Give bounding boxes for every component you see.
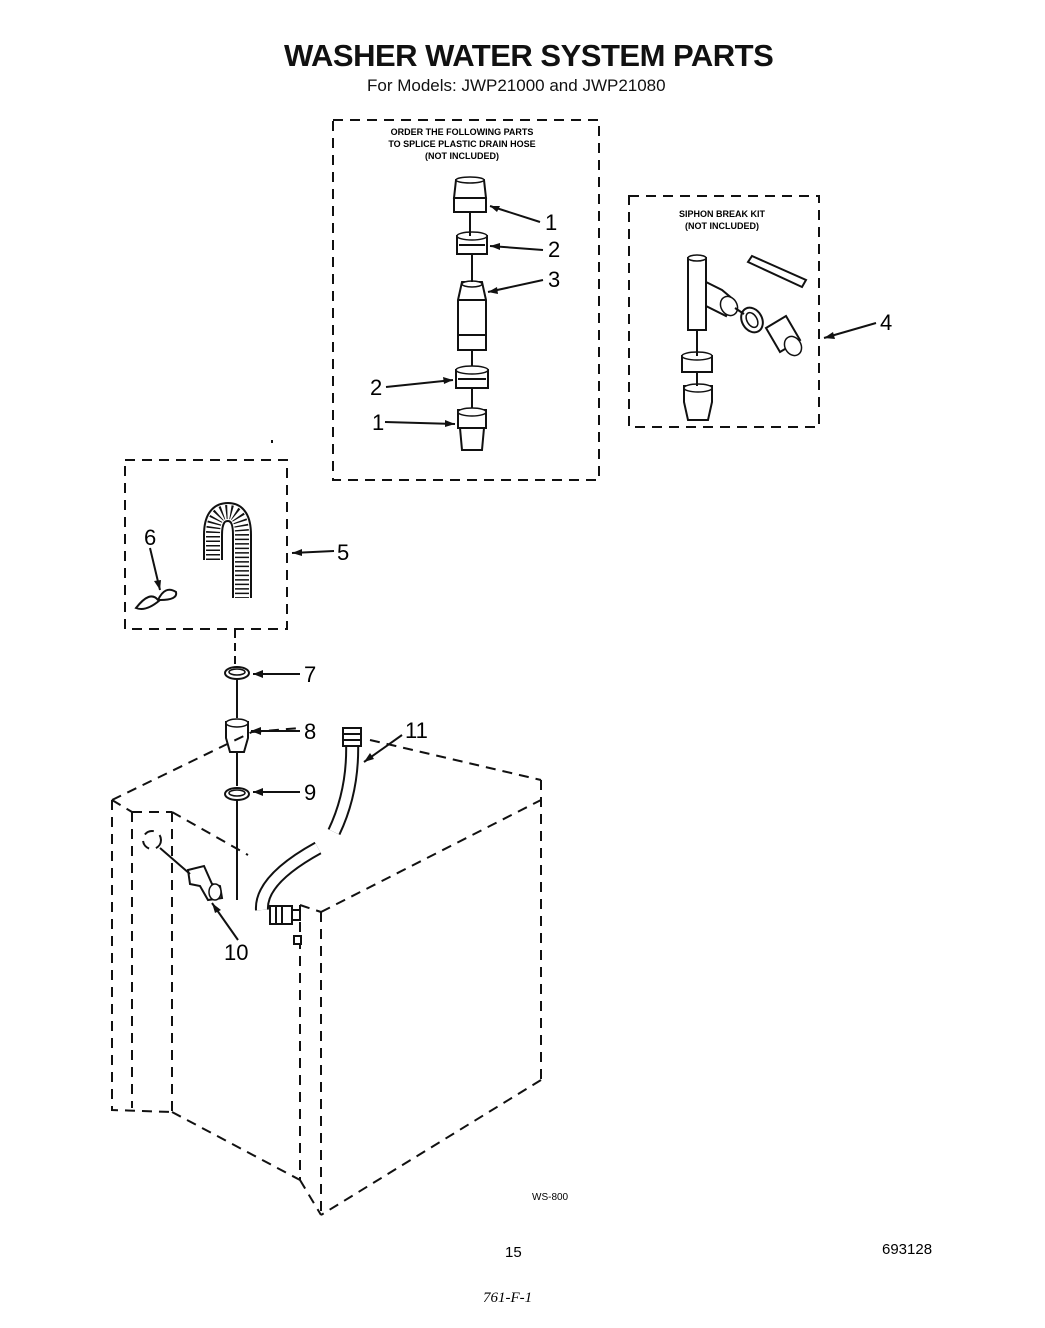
callout-1-bottom: 1 <box>372 410 384 435</box>
callout-4: 4 <box>880 310 892 335</box>
callout-2-top: 2 <box>548 237 560 262</box>
siphon-adapter-right <box>764 314 803 357</box>
drain-elbow-10 <box>159 847 224 902</box>
splice-note-line-1: ORDER THE FOLLOWING PARTS <box>391 127 534 137</box>
callout-3: 3 <box>548 267 560 292</box>
corrugated-drain-hose <box>203 501 252 598</box>
clamp-part-bottom <box>455 365 489 389</box>
clamp-part-top <box>456 231 488 255</box>
siphon-note-line-1: SIPHON BREAK KIT <box>679 209 766 219</box>
siphon-clamp-right <box>740 306 764 334</box>
cable-tie <box>746 254 808 289</box>
inlet-hose-11 <box>327 727 362 836</box>
adapter-part-top <box>452 176 488 213</box>
callout-1-top: 1 <box>545 210 557 235</box>
page-subtitle: For Models: JWP21000 and JWP21080 <box>367 76 666 95</box>
splice-note-line-2: TO SPLICE PLASTIC DRAIN HOSE <box>388 139 535 149</box>
callout-7: 7 <box>304 662 316 687</box>
document-number: 693128 <box>882 1241 932 1258</box>
washer-cabinet <box>111 727 542 1216</box>
callout-11: 11 <box>405 718 428 743</box>
page-title: WASHER WATER SYSTEM PARTS <box>284 38 774 73</box>
internal-drain-hose <box>255 841 322 945</box>
splice-note-line-3: (NOT INCLUDED) <box>425 151 499 161</box>
callout-8: 8 <box>304 719 316 744</box>
drain-hose-box <box>124 459 335 630</box>
hose-clamp-7 <box>224 666 250 680</box>
siphon-note-line-2: (NOT INCLUDED) <box>685 221 759 231</box>
siphon-break-kit-box: SIPHON BREAK KIT (NOT INCLUDED) <box>628 195 877 428</box>
hose-strap <box>134 588 178 610</box>
handwritten-code: 761-F-1 <box>483 1290 532 1306</box>
callout-9: 9 <box>304 780 316 805</box>
siphon-adapter-below <box>683 383 713 421</box>
hose-clamp-9 <box>224 787 250 801</box>
page-number: 15 <box>505 1244 522 1261</box>
callout-6: 6 <box>144 525 156 550</box>
drawing-code: WS-800 <box>532 1192 569 1203</box>
hose-connector-8 <box>225 718 249 753</box>
adapter-part-bottom <box>457 407 487 451</box>
callout-2-bottom: 2 <box>370 375 382 400</box>
splice-parts-box: ORDER THE FOLLOWING PARTS TO SPLICE PLAS… <box>332 119 600 481</box>
callout-5: 5 <box>337 540 349 565</box>
connector-part <box>457 280 487 351</box>
callout-10: 10 <box>224 940 248 965</box>
tee-fitting <box>687 254 739 331</box>
